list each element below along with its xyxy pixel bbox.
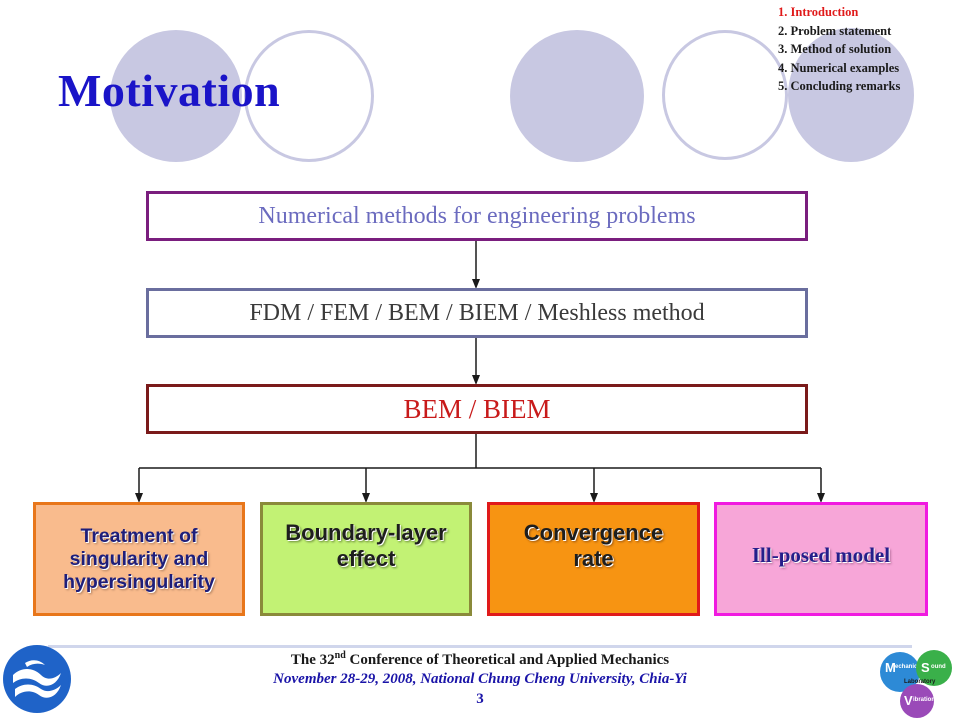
laboratory-label: Laboratory: [904, 679, 936, 685]
conference-prefix: The 32: [290, 652, 335, 668]
decorative-ring: [244, 30, 374, 162]
topic-label: Convergence rate: [523, 520, 664, 571]
outline-item-numerical-examples[interactable]: 4. Numerical examples: [778, 60, 900, 75]
sound-initial: S: [921, 660, 930, 675]
conference-dateline: November 28-29, 2008, National Chung Che…: [273, 671, 687, 687]
university-logo: [3, 645, 71, 713]
mechanics-word: echanics: [895, 664, 921, 670]
outline-item-problem-statement[interactable]: 2. Problem statement: [778, 23, 892, 38]
outline-nav: 1. Introduction 2. Problem statement 3. …: [778, 3, 900, 96]
footer-divider: [48, 645, 912, 648]
flow-box-numerical-methods: Numerical methods for engineering proble…: [146, 191, 808, 241]
lab-logo: M echanics S ound V ibration Laboratory: [878, 648, 958, 718]
topic-convergence: Convergence rate: [487, 502, 700, 616]
sound-word: ound: [931, 664, 946, 670]
conference-name: The 32nd Conference of Theoretical and A…: [0, 650, 960, 669]
vibration-circle: V ibration: [900, 684, 935, 718]
topic-singularity: Treatment of singularity and hypersingul…: [33, 502, 245, 616]
flow-box-methods-list: FDM / FEM / BEM / BIEM / Meshless method: [146, 288, 808, 338]
topic-label: Treatment of singularity and hypersingul…: [63, 524, 215, 593]
topic-label: Ill-posed model: [751, 543, 891, 567]
sound-circle: S ound: [916, 650, 952, 686]
decorative-circle: [510, 30, 644, 162]
wave-bird-icon: [5, 647, 69, 711]
topic-boundary-layer: Boundary-layer effect: [260, 502, 472, 616]
flow-box-bem-biem: BEM / BIEM: [146, 384, 808, 434]
flow-box-label: Numerical methods for engineering proble…: [258, 202, 696, 229]
vibration-initial: V: [904, 693, 913, 708]
page-number: 3: [476, 691, 484, 707]
conference-ordinal: nd: [334, 650, 346, 661]
mechanics-initial: M: [885, 660, 896, 675]
vibration-word: ibration: [913, 697, 935, 703]
decorative-circle: [788, 28, 914, 162]
topic-label: Boundary-layer effect: [285, 520, 447, 571]
outline-item-introduction[interactable]: 1. Introduction: [778, 5, 859, 19]
flow-box-label: BEM / BIEM: [403, 393, 551, 424]
decorative-circle: [110, 30, 242, 162]
topic-ill-posed: Ill-posed model: [714, 502, 928, 616]
slide-title: Motivation: [58, 65, 281, 116]
outline-item-method-of-solution[interactable]: 3. Method of solution: [778, 42, 892, 56]
flow-box-label: FDM / FEM / BEM / BIEM / Meshless method: [249, 299, 705, 326]
decorative-ring: [662, 30, 788, 160]
conference-suffix: Conference of Theoretical and Applied Me…: [345, 652, 670, 668]
outline-item-concluding-remarks[interactable]: 5. Concluding remarks: [778, 79, 901, 93]
